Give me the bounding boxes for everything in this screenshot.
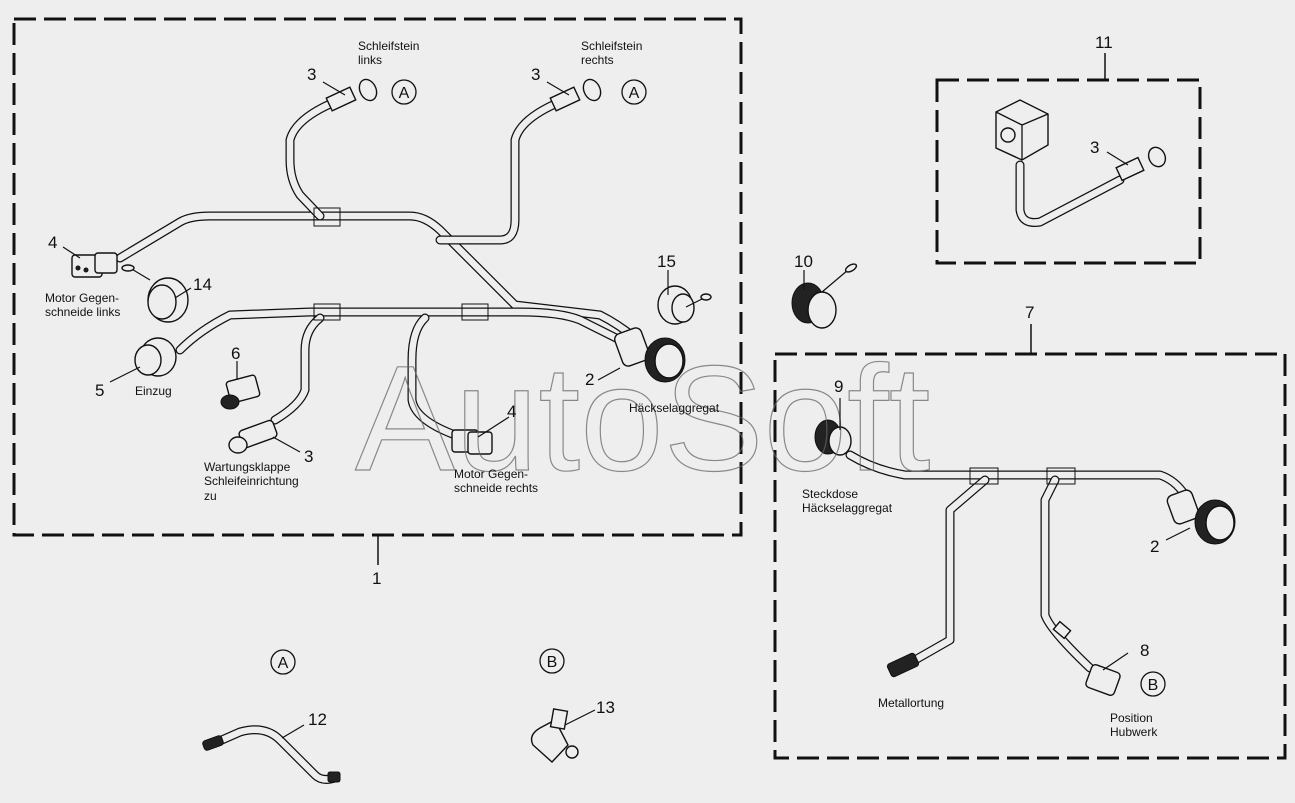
- cable-12: [202, 725, 341, 784]
- sensor-11: [995, 99, 1167, 227]
- callout-14: 14: [193, 275, 212, 294]
- connector-4-motor-links: [71, 252, 118, 278]
- svg-text:B: B: [547, 654, 558, 671]
- callout-3-group-11: 3: [1090, 138, 1099, 157]
- detail-marker-a-detail: A: [270, 649, 296, 675]
- connector-3-schleifstein-links: [325, 78, 378, 112]
- label-schleifstein-links-1: Schleifstein: [358, 39, 419, 53]
- connector-8-position-hubwerk: [1052, 620, 1121, 696]
- label-position-hubwerk-1: Position: [1110, 711, 1153, 725]
- label-wartung-1: Wartungsklappe: [204, 460, 291, 474]
- callout-4-motor-links: 4: [48, 233, 57, 252]
- group-7-label: 7: [1025, 303, 1034, 322]
- callout-5: 5: [95, 381, 104, 400]
- harness-1-wires: [115, 99, 645, 440]
- callout-12: 12: [308, 710, 327, 729]
- label-schleifstein-rechts-1: Schleifstein: [581, 39, 642, 53]
- label-metallortung: Metallortung: [878, 696, 944, 710]
- svg-text:A: A: [399, 85, 410, 102]
- label-wartung-2: Schleifeinrichtung: [204, 474, 299, 488]
- connector-2-haeckselaggregat: [614, 327, 686, 383]
- group-11-label: 11: [1095, 33, 1113, 52]
- group-1-label: 1: [372, 569, 381, 588]
- callout-6: 6: [231, 344, 240, 363]
- detail-marker-b-detail: B: [539, 648, 565, 674]
- connector-2-group-7: [1166, 489, 1236, 545]
- watermark: AutoSoft: [355, 334, 930, 502]
- callout-2-haeckselaggregat: 2: [585, 370, 594, 389]
- label-einzug: Einzug: [135, 384, 172, 398]
- socket-9-steckdose: [814, 419, 852, 456]
- sensor-metallortung: [886, 652, 920, 678]
- connector-3-wartung: [228, 419, 278, 454]
- callout-4-motor-rechts: 4: [507, 402, 516, 421]
- connector-4-motor-rechts: [451, 429, 493, 455]
- cap-10: [791, 263, 858, 329]
- leader-lines: [62, 81, 1191, 739]
- callout-9: 9: [834, 377, 843, 396]
- label-steckdose-2: Häckselaggregat: [802, 501, 893, 515]
- connector-13: [530, 708, 579, 763]
- group-11-box: [935, 78, 1202, 265]
- callout-3-schleifstein-links: 3: [307, 65, 316, 84]
- callout-10: 10: [794, 252, 813, 271]
- callout-2-group-7: 2: [1150, 537, 1159, 556]
- label-steckdose-1: Steckdose: [802, 487, 858, 501]
- callout-8: 8: [1140, 641, 1149, 660]
- label-wartung-3: zu: [204, 489, 217, 503]
- label-haeckselaggregat: Häckselaggregat: [629, 401, 720, 415]
- connector-6: [220, 374, 261, 410]
- label-motor-rechts-2: schneide rechts: [454, 481, 538, 495]
- connector-3-schleifstein-rechts: [549, 78, 602, 112]
- callout-13: 13: [596, 698, 615, 717]
- label-schleifstein-rechts-2: rechts: [581, 53, 614, 67]
- svg-text:A: A: [278, 655, 289, 672]
- cap-14: [121, 264, 189, 323]
- connector-5-einzug: [134, 337, 177, 377]
- detail-marker-b-group-7: B: [1140, 671, 1166, 697]
- detail-marker-a-right: A: [621, 79, 647, 105]
- cap-15: [657, 285, 712, 325]
- label-position-hubwerk-2: Hubwerk: [1110, 725, 1158, 739]
- callout-3-schleifstein-rechts: 3: [531, 65, 540, 84]
- svg-text:B: B: [1148, 677, 1159, 694]
- group-7-box: [773, 352, 1287, 760]
- label-motor-links-2: schneide links: [45, 305, 120, 319]
- callout-3-wartung: 3: [304, 447, 313, 466]
- callout-15: 15: [657, 252, 676, 271]
- svg-text:A: A: [629, 85, 640, 102]
- label-schleifstein-links-2: links: [358, 53, 382, 67]
- label-motor-rechts-1: Motor Gegen-: [454, 467, 528, 481]
- label-motor-links-1: Motor Gegen-: [45, 291, 119, 305]
- detail-marker-a-left: A: [391, 79, 417, 105]
